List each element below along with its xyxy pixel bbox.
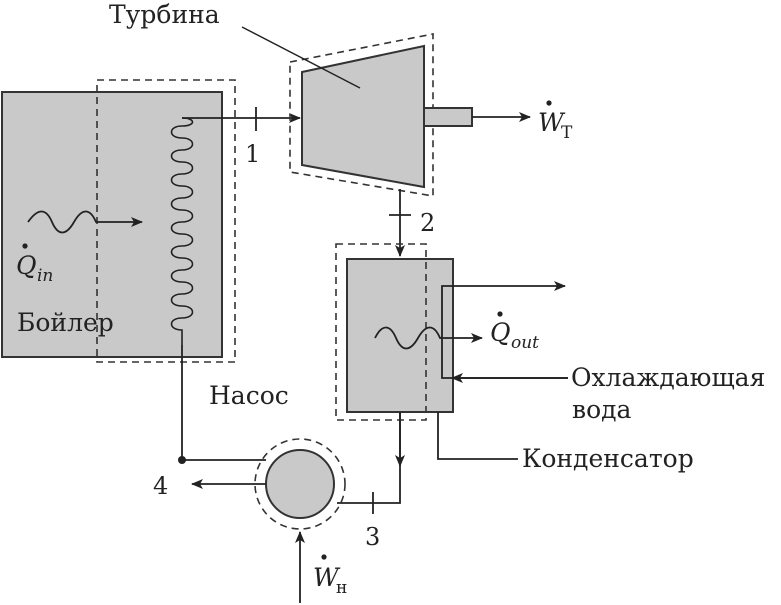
w-turbine-symbol: W T [538,100,573,143]
condenser-label: Конденсатор [522,444,694,473]
q-in-symbol: Q in [16,243,53,286]
condenser-control-volume [335,243,427,421]
state-3-label: 3 [365,523,380,551]
heat-out-wave [374,326,483,350]
turbine-label: Турбина [109,0,220,29]
svg-text:Q: Q [490,318,511,347]
turbine: W T Турбина [109,0,573,197]
junction-dot [178,456,186,464]
q-out-symbol: Q out [490,311,539,353]
state-1-label: 1 [245,140,260,168]
pump-control-volume [254,438,346,530]
svg-text:out: out [511,333,539,353]
pump-body [265,449,335,519]
boiler-coil [170,117,194,345]
boiler-label: Бойлер [17,308,114,337]
cooling-water-label-line1: Охлаждающая [571,363,765,392]
condenser: Q out Охлаждающая вода Конденсатор [335,243,765,473]
turbine-shaft [423,107,473,127]
state-4-label: 4 [153,472,168,500]
w-pump-symbol: W н [313,554,347,598]
svg-text:Q: Q [16,251,37,280]
svg-text:W: W [313,563,341,592]
turbine-control-volume [289,33,434,197]
boiler-control-volume [96,79,236,363]
svg-text:W: W [538,108,566,137]
svg-text:T: T [561,123,573,143]
heat-in-wave [27,210,143,234]
boiler: Q in Бойлер [1,79,236,363]
pump: Насос W н [209,381,347,603]
cooling-water-label-line2: вода [572,395,632,424]
svg-text:in: in [37,266,53,286]
svg-text:н: н [336,578,347,598]
pump-label: Насос [209,381,289,410]
pipe-state-3 [337,412,401,504]
turbine-leader-line [241,26,361,89]
state-2-label: 2 [420,209,435,237]
condenser-leader-line [437,412,518,460]
turbine-body [301,44,425,189]
